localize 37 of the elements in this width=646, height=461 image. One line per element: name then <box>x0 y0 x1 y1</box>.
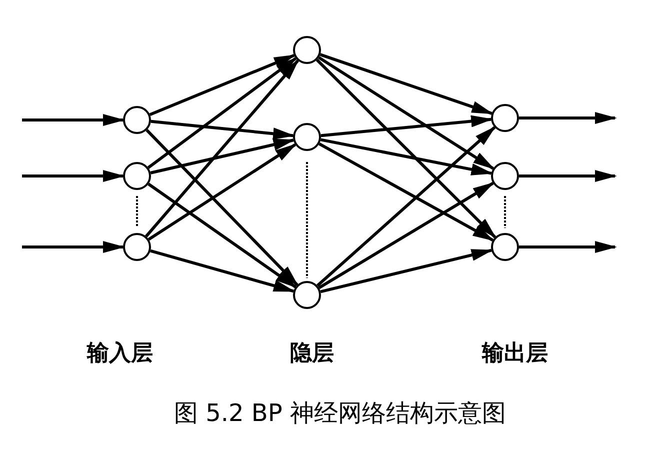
arrow <box>318 142 494 242</box>
arrow <box>150 249 296 293</box>
arrow <box>316 58 496 239</box>
arrow <box>318 56 495 170</box>
arrow <box>148 143 297 241</box>
neuron-circle <box>491 162 519 190</box>
arrow <box>320 248 494 294</box>
arrow <box>320 53 494 115</box>
neuron-circle <box>491 104 519 132</box>
arrow <box>316 126 496 287</box>
arrow <box>320 138 494 176</box>
arrow <box>519 170 617 182</box>
arrow <box>150 138 296 174</box>
arrow <box>519 112 617 124</box>
arrow <box>519 241 617 253</box>
arrow <box>22 114 125 126</box>
neuron-circle <box>293 36 321 64</box>
neuron-circle <box>123 106 151 134</box>
arrow <box>146 129 299 286</box>
neuron-circle <box>293 281 321 309</box>
arrow <box>22 170 125 182</box>
arrow <box>320 115 494 138</box>
neuron-circle <box>123 162 151 190</box>
arrow <box>22 241 125 253</box>
neuron-circle <box>491 233 519 261</box>
layer-label: 输出层 <box>482 340 548 368</box>
figure-caption: 图 5.2 BP 神经网络结构示意图 <box>174 398 506 429</box>
neuron-circle <box>123 233 151 261</box>
arrow <box>148 182 298 288</box>
arrow <box>318 182 495 290</box>
layer-label: 输入层 <box>87 340 153 368</box>
layer-label: 隐层 <box>290 340 334 368</box>
arrow <box>145 59 300 238</box>
arrow <box>149 54 296 116</box>
neuron-circle <box>293 123 321 151</box>
arrow <box>147 57 298 169</box>
arrow <box>150 120 296 140</box>
